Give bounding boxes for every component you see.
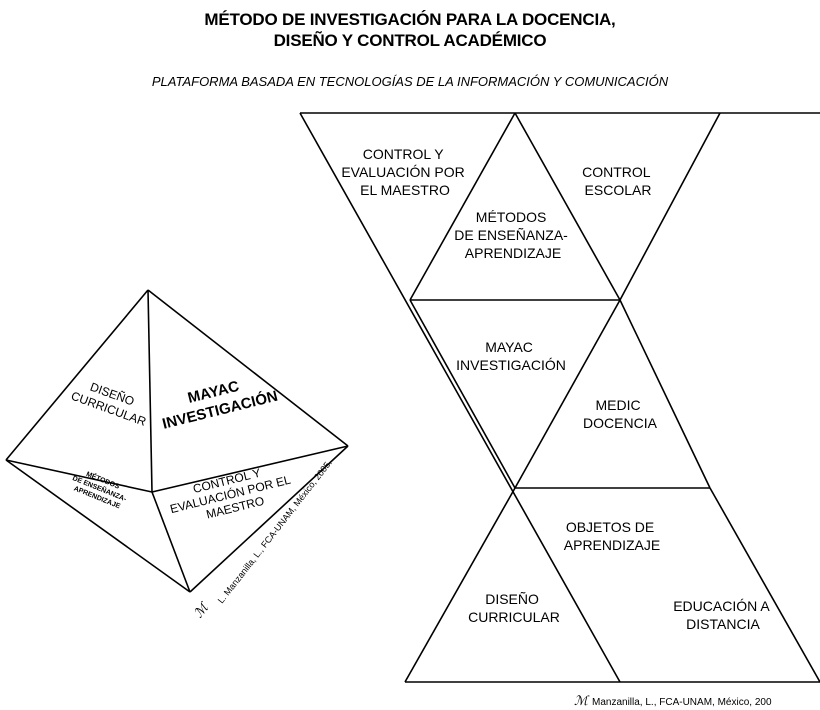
logo-icon: ℳ	[191, 599, 213, 621]
logo-icon: ℳ	[574, 694, 590, 709]
triangle-net	[299, 112, 820, 683]
net-label-mayac-investigacion: MAYAC INVESTIGACIÓN	[456, 339, 566, 373]
net-label-diseno-curricular: DISEÑO CURRICULAR	[468, 591, 560, 625]
net-label-educacion-distancia: EDUCACIÓN A DISTANCIA	[673, 598, 773, 632]
net-label-objetos-aprendizaje: OBJETOS DE APRENDIZAJE	[564, 519, 660, 553]
pyramid-edge	[5, 459, 153, 493]
pyramid-edge	[151, 445, 349, 493]
pyramid-edge	[147, 289, 153, 493]
net-credit: Manzanilla, L., FCA-UNAM, México, 200	[592, 697, 772, 708]
pyramid-edge	[151, 491, 191, 593]
net-label-control-escolar: CONTROL ESCOLAR	[582, 164, 654, 198]
net-label-metodos-ensenanza: MÉTODOS DE ENSEÑANZA- APRENDIZAJE	[454, 209, 571, 261]
pyramid-edge	[5, 459, 191, 593]
pyramid-edge	[5, 289, 149, 461]
net-edge	[409, 299, 516, 489]
net-edge	[409, 112, 516, 301]
pyramid-edge	[189, 445, 349, 593]
net-edge	[514, 299, 621, 489]
net-label-medic-docencia: MEDIC DOCENCIA	[583, 397, 658, 431]
net-edge	[299, 112, 621, 683]
pyramid-edge	[147, 289, 349, 447]
net-edge	[514, 112, 621, 301]
title-line-2: DISEÑO Y CONTROL ACADÉMICO	[273, 31, 547, 50]
net-edge	[404, 487, 516, 683]
net-edge	[709, 487, 820, 683]
pyramid	[5, 289, 349, 593]
net-edge	[619, 112, 721, 301]
pyramid-bottom-left-face-label: MÉTODOS DE ENSEÑANZA- APRENDIZAJE	[68, 465, 133, 512]
svg-text:ℳ: ℳ	[191, 599, 213, 621]
pyramid-left-face-label: DISEÑO CURRICULAR	[69, 375, 153, 429]
net-edge	[619, 299, 711, 489]
title-line-1: MÉTODO DE INVESTIGACIÓN PARA LA DOCENCIA…	[204, 10, 616, 29]
net-label-control-evaluacion: CONTROL Y EVALUACIÓN POR EL MAESTRO	[341, 146, 468, 198]
subtitle: PLATAFORMA BASADA EN TECNOLOGÍAS DE LA I…	[151, 74, 669, 89]
